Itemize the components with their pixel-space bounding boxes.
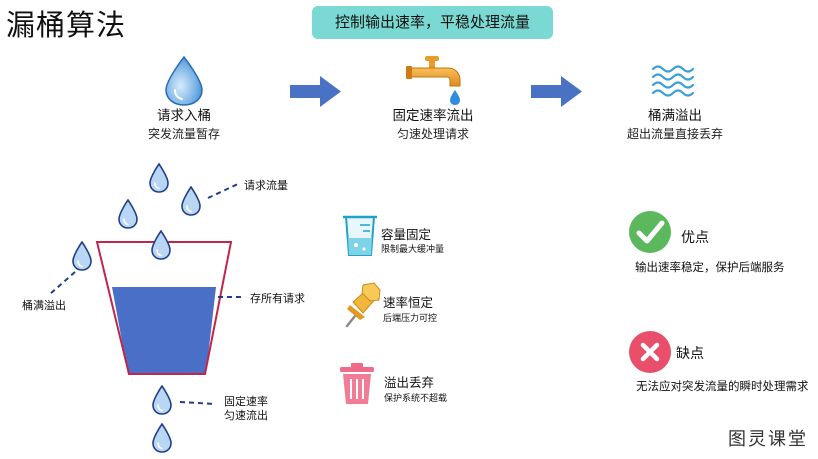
drop-4 bbox=[151, 230, 171, 260]
step-2-subtitle: 匀速处理请求 bbox=[396, 127, 469, 141]
drop-out-2 bbox=[152, 423, 172, 453]
incoming-label: 请求流量 bbox=[244, 179, 288, 192]
pushpin-icon bbox=[345, 282, 381, 328]
stored-label: 存所有请求 bbox=[250, 292, 305, 305]
bucket-water bbox=[112, 287, 216, 374]
x-circle-icon bbox=[629, 331, 671, 373]
step-1-title: 请求入桶 bbox=[157, 108, 211, 124]
feature-1-desc: 限制最大缓冲量 bbox=[381, 245, 445, 255]
pros-desc: 输出速率稳定，保护后端服务 bbox=[635, 260, 785, 274]
feature-3-desc: 保护系统不超载 bbox=[384, 394, 448, 404]
leader-outflow bbox=[179, 401, 216, 405]
step-3-title: 桶满溢出 bbox=[648, 108, 702, 124]
overflow-label: 桶满溢出 bbox=[22, 299, 66, 312]
beaker-icon bbox=[343, 215, 377, 256]
faucet-icon bbox=[406, 56, 461, 105]
step-2-title: 固定速率流出 bbox=[392, 108, 474, 124]
leader-incoming bbox=[207, 183, 239, 199]
drop-out-1 bbox=[152, 385, 172, 415]
leader-overflow bbox=[49, 271, 76, 295]
drop-2 bbox=[181, 186, 201, 216]
check-circle-icon bbox=[629, 211, 671, 253]
watermark: 图灵课堂 bbox=[728, 429, 808, 450]
summary-banner: 控制输出速率，平稳处理流量 bbox=[312, 6, 553, 39]
page-title: 漏桶算法 bbox=[6, 8, 127, 42]
drop-1 bbox=[149, 163, 169, 193]
cons-title: 缺点 bbox=[676, 346, 704, 362]
drop-3 bbox=[118, 199, 138, 229]
feature-2-title: 速率恒定 bbox=[383, 295, 434, 310]
pros-title: 优点 bbox=[681, 230, 709, 246]
step-3-subtitle: 超出流量直接丢弃 bbox=[626, 127, 723, 141]
feature-3-title: 溢出丢弃 bbox=[384, 375, 435, 390]
flow-arrow-2 bbox=[531, 76, 582, 107]
water-drop-icon bbox=[165, 55, 203, 106]
feature-1-title: 容量固定 bbox=[381, 227, 432, 242]
drop-overflow bbox=[72, 241, 92, 271]
waves-icon bbox=[651, 65, 695, 97]
outflow-label-1: 固定速率 bbox=[224, 395, 268, 408]
cons-desc: 无法应对突发流量的瞬时处理需求 bbox=[636, 379, 809, 393]
flow-arrow-1 bbox=[290, 76, 341, 107]
step-1-subtitle: 突发流量暂存 bbox=[147, 127, 220, 141]
bucket bbox=[95, 241, 233, 375]
trash-icon bbox=[340, 363, 374, 404]
outflow-label-2: 匀速流出 bbox=[224, 409, 268, 422]
feature-2-desc: 后端压力可控 bbox=[383, 314, 438, 324]
